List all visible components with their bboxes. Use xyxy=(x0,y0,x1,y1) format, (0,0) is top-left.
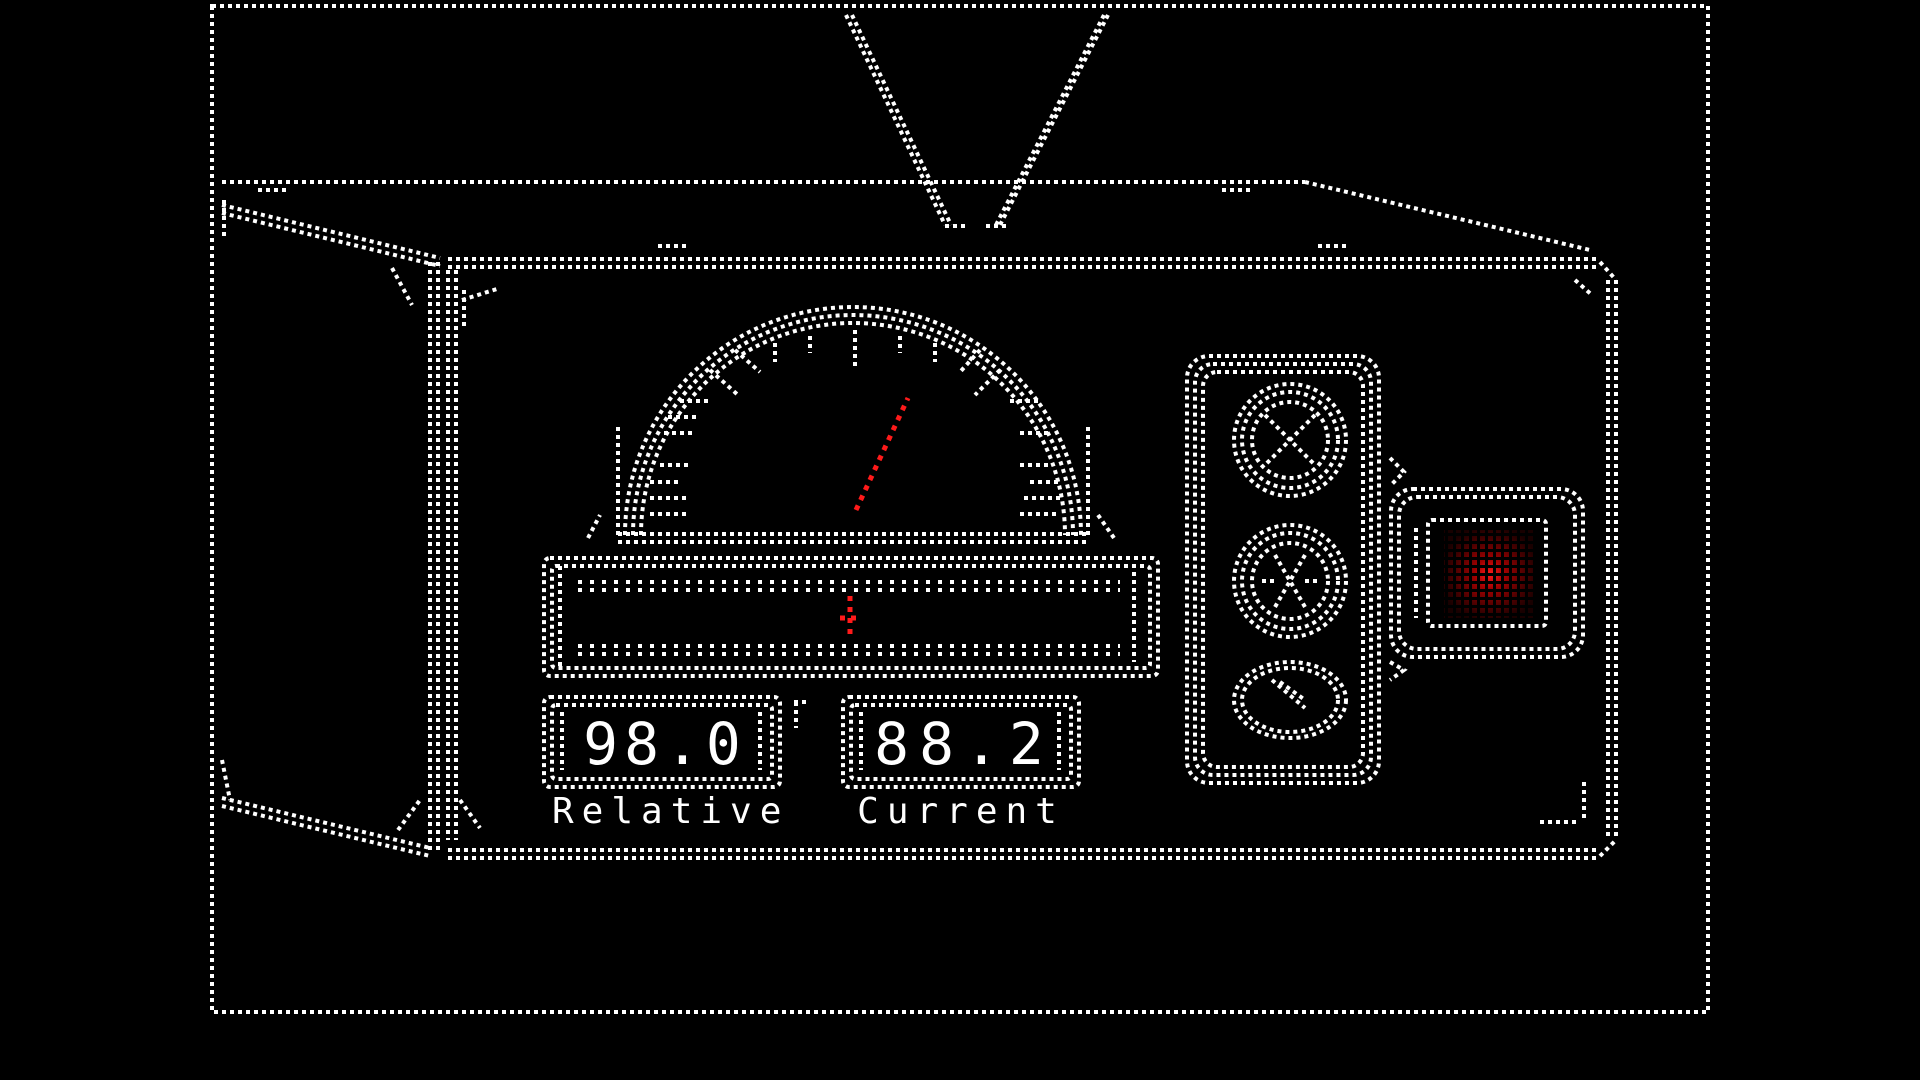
side-panel xyxy=(1185,354,1381,785)
scale-marker-icon[interactable] xyxy=(840,596,860,640)
connector-arrow-icon xyxy=(1388,660,1408,682)
main-body xyxy=(446,257,1618,860)
relative-value: 98.0 xyxy=(583,710,747,778)
outer-frame xyxy=(210,4,1710,1014)
current-display-frame xyxy=(841,695,1081,789)
current-value: 88.2 xyxy=(874,710,1054,778)
antenna-icon xyxy=(844,14,1110,228)
indicator-light xyxy=(1444,530,1536,618)
dial-2[interactable] xyxy=(1232,523,1348,639)
analog-gauge xyxy=(586,305,1116,544)
tuning-scale[interactable] xyxy=(542,556,1160,678)
gauge-needle xyxy=(853,396,911,512)
dial-3[interactable] xyxy=(1232,660,1348,740)
dial-1[interactable] xyxy=(1232,382,1348,498)
top-lid xyxy=(221,180,1591,268)
connector-arrow-icon xyxy=(1388,456,1407,488)
left-side-panel xyxy=(220,262,440,858)
gauge-ticks xyxy=(650,330,1060,516)
current-label: Current xyxy=(857,791,1065,832)
relative-display-frame xyxy=(542,695,810,789)
relative-label: Relative xyxy=(552,791,790,832)
indicator-button[interactable] xyxy=(1389,487,1585,659)
